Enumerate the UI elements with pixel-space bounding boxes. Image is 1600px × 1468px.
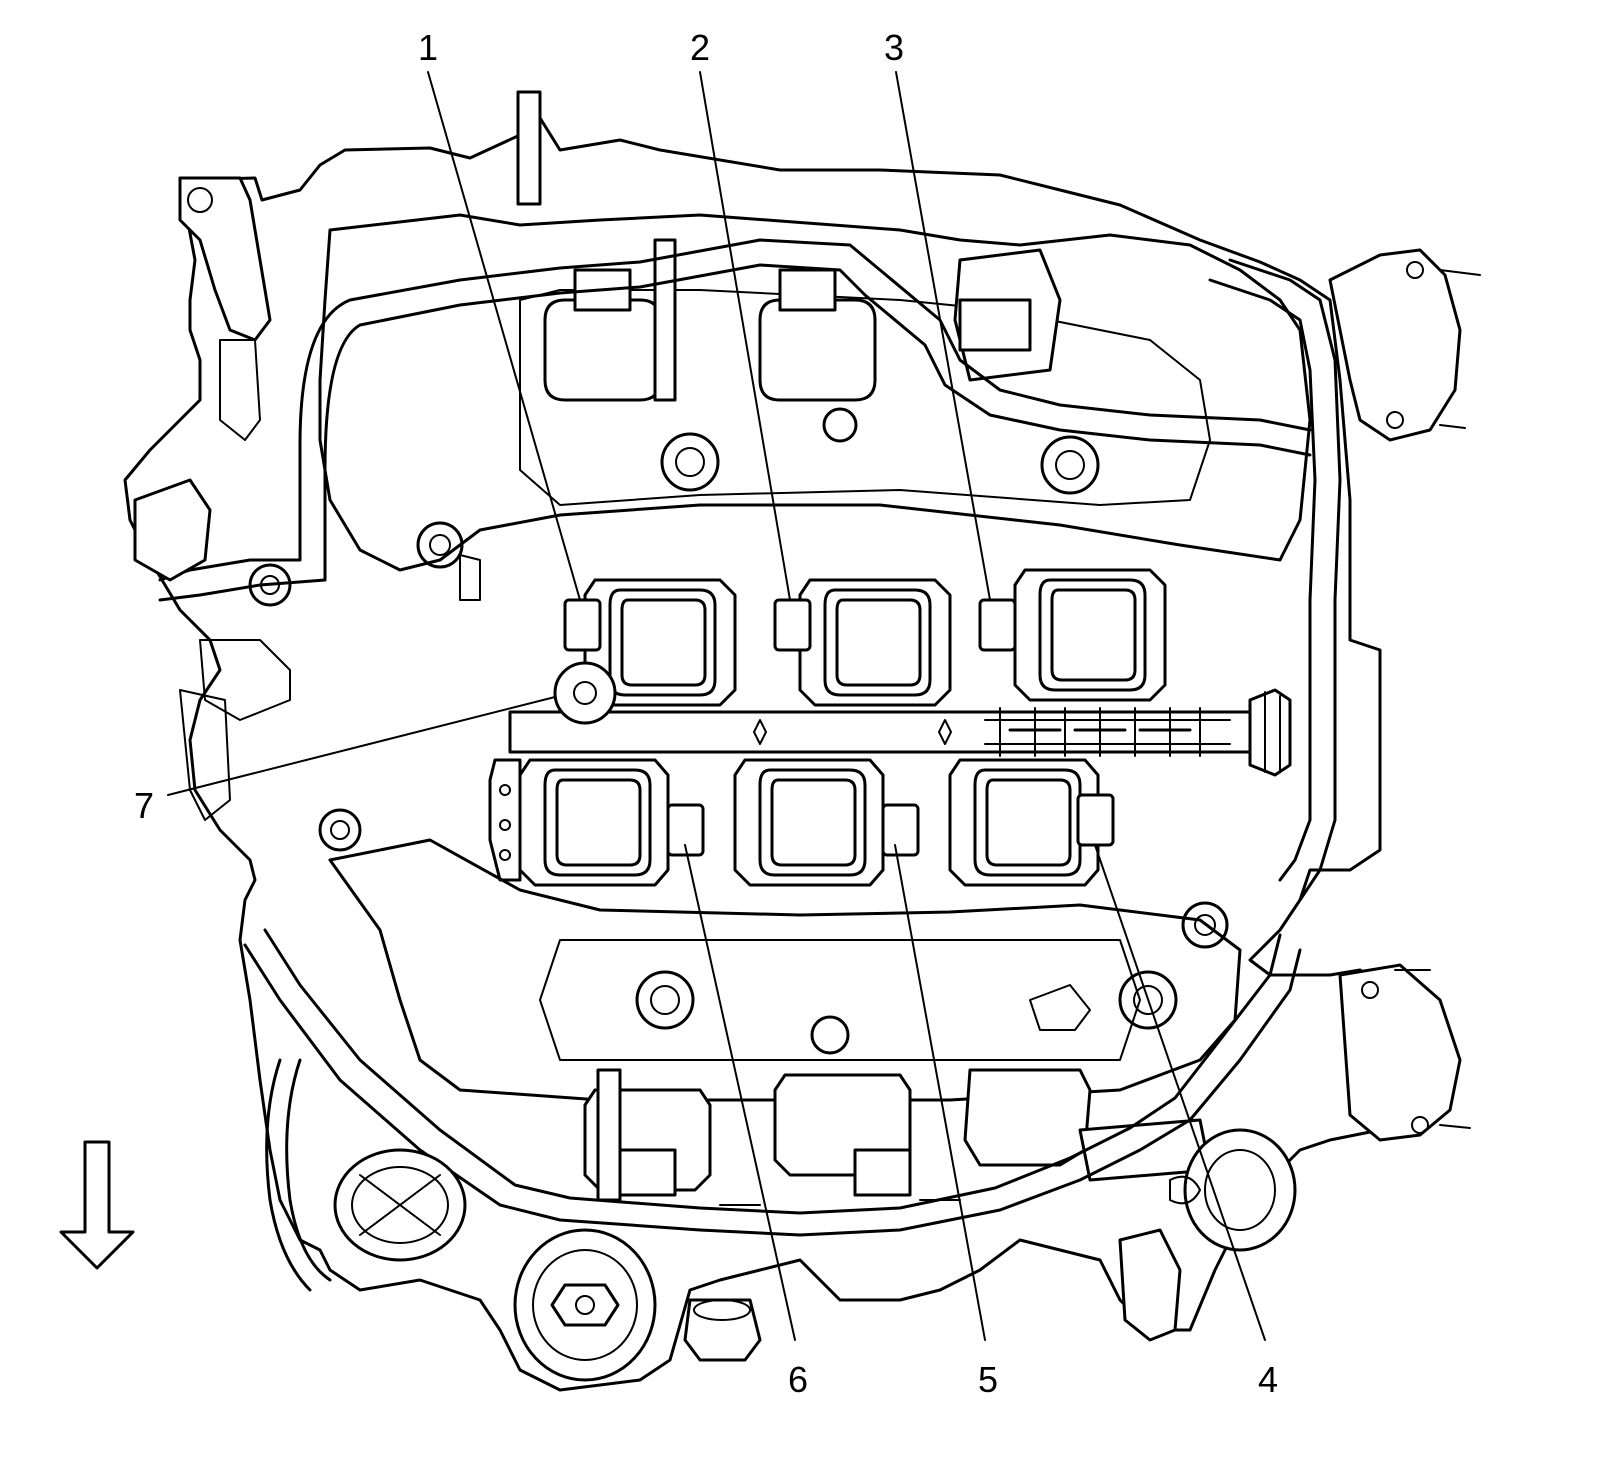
callout-4: 4 bbox=[1258, 1359, 1278, 1400]
leader-lines bbox=[167, 71, 1266, 1341]
lower-coil-middle bbox=[773, 1073, 912, 1197]
upper-gaskets bbox=[583, 568, 1167, 707]
leader-line-2 bbox=[699, 71, 791, 601]
lower-coil-right bbox=[963, 1068, 1212, 1182]
engine-block bbox=[123, 90, 1481, 1392]
lower-gaskets bbox=[518, 758, 1100, 887]
down-arrow-icon bbox=[59, 1140, 135, 1270]
crank-pulley bbox=[513, 1228, 657, 1382]
callout-5: 5 bbox=[978, 1359, 998, 1400]
fuel-pressure-fitting bbox=[553, 661, 617, 725]
leader-line-1 bbox=[427, 71, 581, 601]
leader-line-5 bbox=[894, 844, 986, 1341]
leader-line-6 bbox=[684, 844, 796, 1341]
leader-line-3 bbox=[895, 71, 991, 601]
callout-7: 7 bbox=[134, 785, 154, 826]
fuel-rail bbox=[508, 707, 1252, 757]
upper-coil-middle bbox=[758, 268, 877, 402]
callout-1: 1 bbox=[418, 27, 438, 68]
callout-2: 2 bbox=[690, 27, 710, 68]
callout-labels: 1 2 3 4 5 6 7 bbox=[134, 27, 1278, 1400]
upper-coil-right bbox=[953, 248, 1062, 382]
lower-coil-left bbox=[583, 1068, 712, 1202]
callout-3: 3 bbox=[884, 27, 904, 68]
oil-filter bbox=[683, 1298, 762, 1362]
oil-filler-cap bbox=[333, 1148, 467, 1262]
leader-line-4 bbox=[1094, 844, 1266, 1341]
leader-line-7 bbox=[167, 696, 556, 796]
callout-6: 6 bbox=[788, 1359, 808, 1400]
